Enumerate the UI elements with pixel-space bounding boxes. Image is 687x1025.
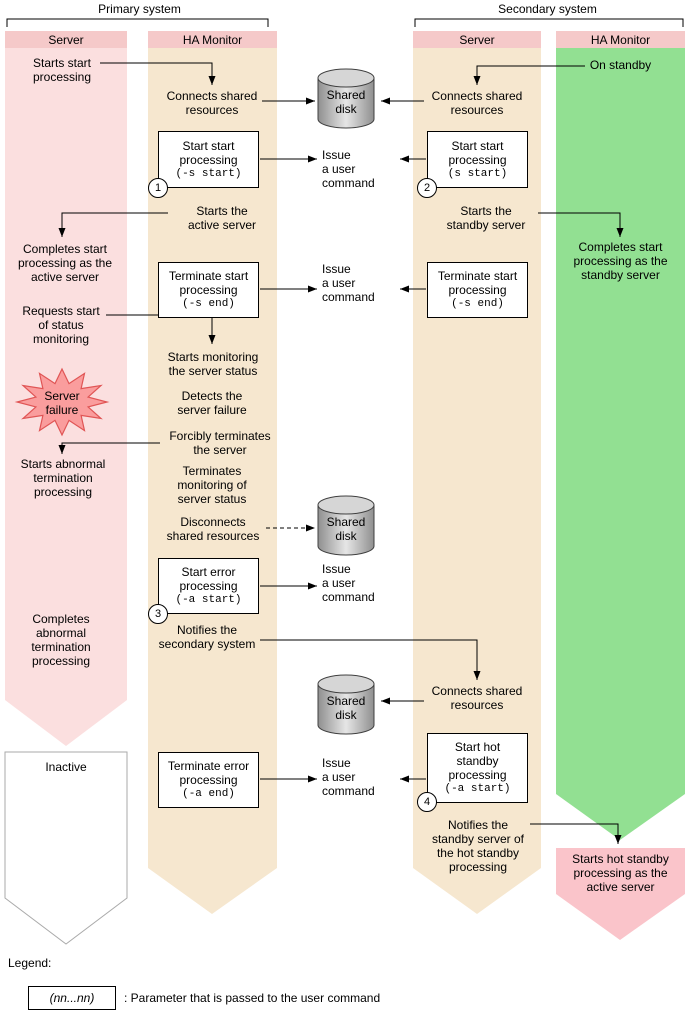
column-header-primary-ha: HA Monitor [182,33,243,47]
starts-hot-standby-label: Starts hot standby processing as the act… [572,852,669,894]
issue-user-command-label: Issue a user command [322,148,375,190]
terminate-start-processing-box: Terminate start processing (-s end) [427,262,528,318]
issue-user-command-label: Issue a user command [322,262,375,304]
box-label: Terminate start processing [437,269,518,297]
start-start-processing-box: Start start processing (-s start) [158,131,259,188]
notifies-secondary-system-label: Notifies the secondary system [158,623,256,651]
arrow-starts-standby-server [538,212,624,237]
starts-abnormal-termination-label: Starts abnormal termination processing [20,457,106,499]
box-label: Terminate start processing [168,269,249,297]
legend-title: Legend: [8,956,52,970]
legend-parameter-text: (nn...nn) [49,991,95,1005]
issue-user-command-label: Issue a user command [322,562,375,604]
header-strip-secondary-server [413,31,541,48]
arrow-notify-standby-server [530,823,622,844]
column-header-secondary-server: Server [459,33,495,47]
secondary-ha-band [556,48,685,840]
shared-disk-icon [317,674,375,735]
shared-disk-icon [317,495,375,556]
disconnects-shared-resources-label: Disconnects shared resources [166,515,260,543]
step-number-badge: 4 [417,792,437,812]
box-command: (-a start) [444,783,511,795]
connects-shared-resources-label: Connects shared resources [431,684,523,712]
secondary-system-label: Secondary system [498,2,597,16]
box-command: (-a end) [182,788,235,800]
box-command: (-s end) [451,298,504,310]
inactive-band [4,751,128,945]
server-failure-burst-icon [14,367,110,437]
header-strip-primary-ha [148,31,277,48]
notifies-standby-server-label: Notifies the standby server of the hot s… [431,818,525,874]
column-header-secondary-ha: HA Monitor [590,33,651,47]
column-header-primary-server: Server [48,33,84,47]
secondary-system-bracket [414,18,684,27]
inactive-label: Inactive [45,760,87,774]
terminate-error-processing-box: Terminate error processing (-a end) [158,752,259,808]
on-standby-label: On standby [589,58,652,72]
box-command: (-s start) [175,167,242,180]
start-error-processing-box: Start error processing (-a start) [158,558,259,614]
completes-start-active-label: Completes start processing as the active… [17,242,113,284]
start-hot-standby-processing-box: Start hot standby processing (-a start) [427,733,528,803]
arrow-starts-active-server [58,212,168,237]
connects-shared-resources-label: Connects shared resources [166,89,258,117]
shared-disk-icon [317,68,375,129]
box-command: (-a start) [175,594,242,606]
issue-user-command-label: Issue a user command [322,756,375,798]
requests-status-monitoring-label: Requests start of status monitoring [22,304,100,346]
completes-start-standby-label: Completes start processing as the standb… [573,240,668,282]
hot-standby-banner [556,848,685,940]
header-strip-secondary-ha [556,31,685,48]
box-label: Terminate error processing [167,759,250,787]
arrow-forcible-termination [58,442,160,454]
starts-monitoring-label: Starts monitoring the server status [167,350,259,378]
header-strip-primary-server [5,31,127,48]
starts-start-processing-label: Starts start processing [32,56,92,84]
primary-system-label: Primary system [98,2,181,16]
step-number-badge: 3 [148,604,168,624]
terminates-monitoring-label: Terminates monitoring of server status [177,464,247,506]
box-label: Start error processing [179,565,238,593]
box-command: (-s end) [182,298,235,310]
completes-abnormal-termination-label: Completes abnormal termination processin… [31,612,91,668]
arrow-start-to-connect [100,62,216,85]
server-failure-label: Server failure [44,389,80,417]
detects-server-failure-label: Detects the server failure [177,389,247,417]
step-number-badge: 1 [148,178,168,198]
shared-disk-label: Shared disk [326,88,366,116]
starts-standby-server-label: Starts the standby server [446,204,526,232]
flow-arrows [58,62,624,844]
box-command: (s start) [447,167,508,180]
starts-active-server-label: Starts the active server [187,204,257,232]
shared-disk-label: Shared disk [326,694,366,722]
box-label: Start hot standby processing [448,740,507,782]
start-start-processing-box: Start start processing (s start) [427,131,528,188]
arrow-standby-to-connect [473,65,585,85]
primary-system-bracket [6,18,269,27]
shared-disk-label: Shared disk [326,515,366,543]
connects-shared-resources-label: Connects shared resources [431,89,523,117]
box-label: Start start processing [179,138,238,167]
arrow-notify-secondary [260,639,481,680]
box-label: Start start processing [448,138,507,167]
forcibly-terminates-label: Forcibly terminates the server [169,429,271,457]
terminate-start-processing-box: Terminate start processing (-s end) [158,262,259,318]
step-number-badge: 2 [417,178,437,198]
legend-description: : Parameter that is passed to the user c… [124,991,381,1005]
legend-parameter-box: (nn...nn) [28,986,116,1010]
